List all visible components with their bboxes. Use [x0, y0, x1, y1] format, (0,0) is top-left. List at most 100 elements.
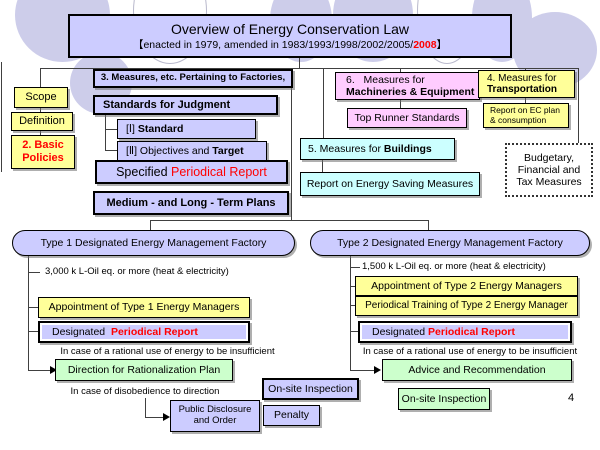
transportation-box: 4. Measures for Transportation: [478, 70, 575, 98]
type2-title-label: Type 2 Designated Energy Management Fact…: [337, 236, 563, 249]
top-runner-box: Top Runner Standards: [347, 108, 467, 128]
transportation-line2: Transportation: [487, 84, 558, 95]
basic-policies-line1: 2. Basic: [22, 139, 64, 152]
type1-threshold-text: 3,000 k L-Oil eq. or more (heat & electr…: [45, 266, 229, 277]
type1-onsite-label: On-site Inspection: [268, 382, 353, 395]
scope-box: Scope: [14, 87, 68, 108]
page-number: 4: [568, 392, 575, 404]
medium-plans-label: Medium - and Long - Term Plans: [106, 196, 276, 209]
connector-buildings-report: [322, 160, 323, 172]
type2-insufficient-text: In case of a rational use of energy to b…: [362, 346, 578, 357]
type2-onsite-label: On-site Inspection: [401, 392, 487, 405]
type1-designated-red: Periodical Report: [110, 325, 198, 338]
ec-report-line2: & consumption: [490, 114, 547, 125]
budgetary-box: Budgetary, Financial and Tax Measures: [505, 143, 593, 197]
type2-designated-red: Periodical Report: [428, 325, 515, 338]
type1-tick-designated: [28, 331, 38, 332]
connector-main-horizontal: [40, 68, 578, 69]
type1-insufficient-text: In case of a rational use of energy to b…: [60, 346, 275, 357]
type2-designated-report-box: Designated Periodical Report: [358, 321, 572, 343]
advice-box: Advice and Recommendation: [382, 359, 572, 381]
type1-direction-arm: [28, 370, 51, 371]
type1-direction-label: Direction for Rationalization Plan: [67, 363, 221, 376]
budgetary-line3: Tax Measures: [516, 176, 582, 189]
standard-1-label: Standard: [137, 122, 184, 135]
type1-direction-arrowhead: [50, 366, 57, 374]
standard-2-bold: Target: [212, 144, 244, 157]
connector-buildings-drop: [323, 68, 324, 138]
factories-header-label: 3. Measures, etc. Pertaining to Factorie…: [100, 72, 286, 84]
scope-label: Scope: [25, 91, 57, 104]
top-runner-label: Top Runner Standards: [354, 111, 460, 124]
basic-policies-line2: Policies: [22, 152, 64, 164]
machineries-line1: 6. Measures for: [346, 73, 425, 86]
penalty-box: Penalty: [263, 405, 320, 426]
type1-public-arrowhead: [163, 413, 170, 421]
type2-spine: [350, 256, 351, 370]
standard-1-box: [Ⅰ] Standard: [117, 119, 256, 139]
connector-machineries-drop: [400, 68, 401, 73]
public-disclosure-line2: and Order: [193, 415, 237, 426]
type2-tick-training: [350, 305, 355, 306]
type1-title-box: Type 1 Designated Energy Management Fact…: [12, 230, 295, 256]
standard-2-bracket: [Ⅱ]: [126, 144, 140, 157]
specified-prefix: Specified: [116, 164, 171, 179]
type1-designated-report-box: Designated Periodical Report: [38, 321, 250, 343]
type1-disobedience-arm: [145, 417, 165, 418]
type2-title-box: Type 2 Designated Energy Management Fact…: [310, 230, 590, 256]
subtitle-suffix: 】: [436, 38, 448, 51]
buildings-label-normal: 5. Measures for: [308, 142, 384, 155]
machineries-line2: Machineries & Equipment: [346, 86, 475, 98]
type2-tick-designated: [350, 331, 358, 332]
ec-report-box: Report on EC plan & consumption: [483, 103, 569, 128]
penalty-label: Penalty: [273, 409, 310, 422]
budgetary-line1: Budgetary,: [523, 151, 574, 164]
slide-title: Overview of Energy Conservation Law: [170, 21, 410, 38]
type2-advice-arrowhead: [374, 366, 381, 374]
definition-box: Definition: [11, 112, 73, 131]
standards-judgment-box: Standards for Judgment: [93, 95, 278, 115]
transportation-line1: 4. Measures for: [487, 72, 557, 84]
type1-appointment-box: Appointment of Type 1 Energy Managers: [38, 297, 250, 318]
type1-title-label: Type 1 Designated Energy Management Fact…: [40, 236, 267, 249]
type2-training-label: Periodical Training of Type 2 Energy Man…: [365, 300, 568, 312]
type1-appointment-label: Appointment of Type 1 Energy Managers: [48, 301, 240, 314]
type2-designated-prefix: Designated: [372, 325, 429, 338]
connector-scope-definition: [40, 108, 41, 113]
budgetary-line2: Financial and: [517, 163, 581, 176]
subtitle-prefix: 【enacted in 1979, amended in 1983/1993/1…: [132, 38, 414, 51]
type2-threshold-text: 1,500 k L-Oil eq. or more (heat & electr…: [362, 261, 546, 272]
type1-public-disclosure-box: Public Disclosure and Order: [170, 400, 260, 432]
type2-appointment-box: Appointment of Type 2 Energy Managers: [355, 276, 578, 296]
connector-std1-tick: [105, 129, 117, 130]
standard-1-bracket: [Ⅰ]: [126, 122, 138, 135]
connector-types-horizontal: [150, 220, 428, 221]
type1-disobedience-drop: [145, 398, 146, 417]
connector-machineries-toprunner: [400, 100, 401, 108]
type1-designated-prefix: Designated: [52, 325, 111, 338]
connector-transport-drop: [525, 68, 526, 71]
connector-type1-drop: [150, 220, 151, 231]
type2-training-box: Periodical Training of Type 2 Energy Man…: [355, 296, 578, 316]
specified-red-label: Periodical Report: [171, 164, 267, 179]
connector-factories-down: [291, 87, 292, 220]
standard-2-box: [Ⅱ] Objectives and Target: [117, 141, 267, 161]
standard-2-normal: Objectives and: [139, 144, 213, 157]
specified-report-box: Specified Periodical Report: [95, 160, 288, 184]
connector-budget-drop: [578, 68, 579, 143]
type1-tick-appointment: [28, 307, 38, 308]
public-disclosure-line1: Public Disclosure: [178, 404, 252, 416]
slide-subtitle: 【enacted in 1979, amended in 1983/1993/1…: [133, 39, 447, 51]
advice-label: Advice and Recommendation: [408, 363, 546, 376]
type1-disobedience-text: In case of disobedience to direction: [70, 386, 220, 397]
type2-tick-appointment: [350, 286, 355, 287]
type2-advice-arm: [350, 370, 375, 371]
ec-report-line1: Report on EC plan: [490, 104, 560, 115]
connector-std2-tick: [105, 150, 117, 151]
connector-transport-report: [525, 98, 526, 103]
machineries-box: 6. Measures for Machineries & Equipment: [335, 72, 480, 100]
connector-judgment-bracket: [105, 115, 106, 151]
factories-header-box: 3. Measures, etc. Pertaining to Factorie…: [93, 69, 293, 88]
connector-type2-drop: [428, 220, 429, 231]
